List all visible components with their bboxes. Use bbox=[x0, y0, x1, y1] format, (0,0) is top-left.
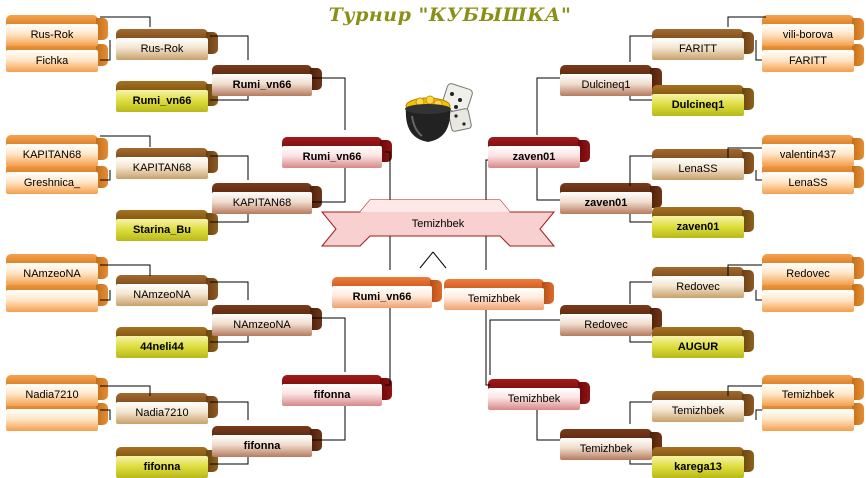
left-r2-slot-8: fifonna bbox=[116, 447, 218, 478]
gold-pot-with-dice-icon bbox=[405, 83, 473, 142]
player-name: Rumi_vn66 bbox=[302, 151, 362, 163]
player-name: vili-borova bbox=[782, 29, 834, 41]
player-name: FARITT bbox=[789, 55, 827, 67]
player-name: 44neli44 bbox=[140, 341, 184, 353]
player-name: fifonna bbox=[143, 461, 181, 473]
left-r1-slot-6 bbox=[6, 281, 108, 312]
left-r1-slot-5: NAmzeoNA bbox=[6, 254, 108, 285]
left-r2-slot-4: Starina_Bu bbox=[116, 210, 218, 241]
player-name: Rumi_vn66 bbox=[352, 291, 412, 303]
right-r3-slot-4: Temizhbek bbox=[560, 429, 662, 460]
player-name: Temizhbek bbox=[781, 389, 835, 401]
player-name: Dulcineq1 bbox=[581, 79, 631, 91]
player-name: zaven01 bbox=[512, 151, 556, 163]
player-name: Temizhbek bbox=[467, 293, 521, 305]
right-r2-slot-7: Temizhbek bbox=[652, 391, 754, 422]
right-r2-slot-2: Dulcineq1 bbox=[652, 85, 754, 116]
right-r1-slot-3: valentin437 bbox=[762, 135, 864, 166]
right-r2-slot-8: karega13 bbox=[652, 447, 754, 478]
player-name: Nadia7210 bbox=[25, 389, 79, 401]
left-r1-slot-4: Greshnica_ bbox=[6, 163, 108, 194]
left-r3-slot-4: fifonna bbox=[212, 426, 322, 457]
player-name: Redovec bbox=[786, 268, 830, 280]
left-r1-slot-2: Fichka bbox=[6, 41, 108, 72]
right-r3-slot-1: Dulcineq1 bbox=[560, 65, 662, 96]
player-name: Dulcineq1 bbox=[671, 99, 725, 111]
champion-name: Temizhbek bbox=[411, 218, 465, 230]
left-r1-slot-8 bbox=[6, 400, 108, 431]
player-name: Temizhbek bbox=[507, 393, 561, 405]
left-r2-slot-1: Rus-Rok bbox=[116, 29, 218, 60]
player-name: valentin437 bbox=[779, 149, 837, 161]
right-r2-slot-1: FARITT bbox=[652, 29, 754, 60]
player-name: Nadia7210 bbox=[135, 407, 189, 419]
right-r2-slot-4: zaven01 bbox=[652, 207, 754, 238]
player-name: KAPITAN68 bbox=[132, 162, 192, 174]
right-r1-slot-8 bbox=[762, 400, 864, 431]
left-r1-slot-1: Rus-Rok bbox=[6, 15, 108, 46]
right-r2-slot-5: Redovec bbox=[652, 267, 754, 298]
player-name: NAmzeoNA bbox=[23, 268, 81, 280]
player-name: FARITT bbox=[679, 43, 717, 55]
left-r2-slot-2: Rumi_vn66 bbox=[116, 81, 218, 112]
player-name: KAPITAN68 bbox=[232, 197, 292, 209]
player-name: Rus-Rok bbox=[30, 29, 74, 41]
right-semifinal-slot: Temizhbek bbox=[444, 279, 554, 310]
right-r1-slot-4: LenaSS bbox=[762, 163, 864, 194]
left-r4-slot-1: Rumi_vn66 bbox=[282, 137, 392, 168]
left-r2-slot-5: NAmzeoNA bbox=[116, 275, 218, 306]
right-r2-slot-6: AUGUR bbox=[652, 327, 754, 358]
right-r1-slot-5: Redovec bbox=[762, 254, 864, 285]
right-r3-slot-3: Redovec bbox=[560, 305, 662, 336]
right-r1-slot-6 bbox=[762, 281, 864, 312]
right-r4-slot-1: zaven01 bbox=[488, 137, 590, 168]
left-r2-slot-7: Nadia7210 bbox=[116, 393, 218, 424]
player-name: zaven01 bbox=[584, 197, 628, 209]
player-name: Rus-Rok bbox=[140, 43, 184, 55]
player-name: fifonna bbox=[243, 440, 281, 452]
right-r1-slot-7: Temizhbek bbox=[762, 375, 864, 406]
tournament-title: Турнир "КУБЫШКА" bbox=[328, 4, 572, 26]
player-name: Redovec bbox=[676, 281, 720, 293]
left-r2-slot-3: KAPITAN68 bbox=[116, 148, 218, 179]
right-r1-slot-2: FARITT bbox=[762, 41, 864, 72]
player-name: Fichka bbox=[35, 55, 69, 67]
player-name: AUGUR bbox=[677, 341, 719, 353]
right-r2-slot-3: LenaSS bbox=[652, 149, 754, 180]
left-r1-slot-7: Nadia7210 bbox=[6, 375, 108, 406]
player-name: Starina_Bu bbox=[132, 224, 192, 236]
player-name: KAPITAN68 bbox=[22, 149, 82, 161]
right-r4-slot-2: Temizhbek bbox=[488, 379, 590, 410]
player-name: LenaSS bbox=[788, 177, 828, 189]
left-r2-slot-6: 44neli44 bbox=[116, 327, 218, 358]
left-r1-slot-3: KAPITAN68 bbox=[6, 135, 108, 166]
player-name: LenaSS bbox=[678, 163, 718, 175]
player-name: fifonna bbox=[313, 389, 351, 401]
player-name: NAmzeoNA bbox=[233, 319, 291, 331]
player-name: Temizhbek bbox=[579, 443, 633, 455]
player-name: Rumi_vn66 bbox=[132, 95, 192, 107]
player-name: Greshnica_ bbox=[23, 177, 81, 189]
player-name: Redovec bbox=[584, 319, 628, 331]
player-name: Rumi_vn66 bbox=[232, 79, 292, 91]
left-r3-slot-1: Rumi_vn66 bbox=[212, 65, 322, 96]
right-r1-slot-1: vili-borova bbox=[762, 15, 864, 46]
player-name: karega13 bbox=[674, 461, 722, 473]
left-semifinal-slot: Rumi_vn66 bbox=[332, 277, 442, 308]
left-r3-slot-3: NAmzeoNA bbox=[212, 305, 322, 336]
right-r3-slot-2: zaven01 bbox=[560, 183, 662, 214]
player-name: NAmzeoNA bbox=[133, 289, 191, 301]
player-name: Temizhbek bbox=[671, 405, 725, 417]
left-r3-slot-2: KAPITAN68 bbox=[212, 183, 322, 214]
player-name: zaven01 bbox=[676, 221, 720, 233]
left-r4-slot-2: fifonna bbox=[282, 375, 392, 406]
